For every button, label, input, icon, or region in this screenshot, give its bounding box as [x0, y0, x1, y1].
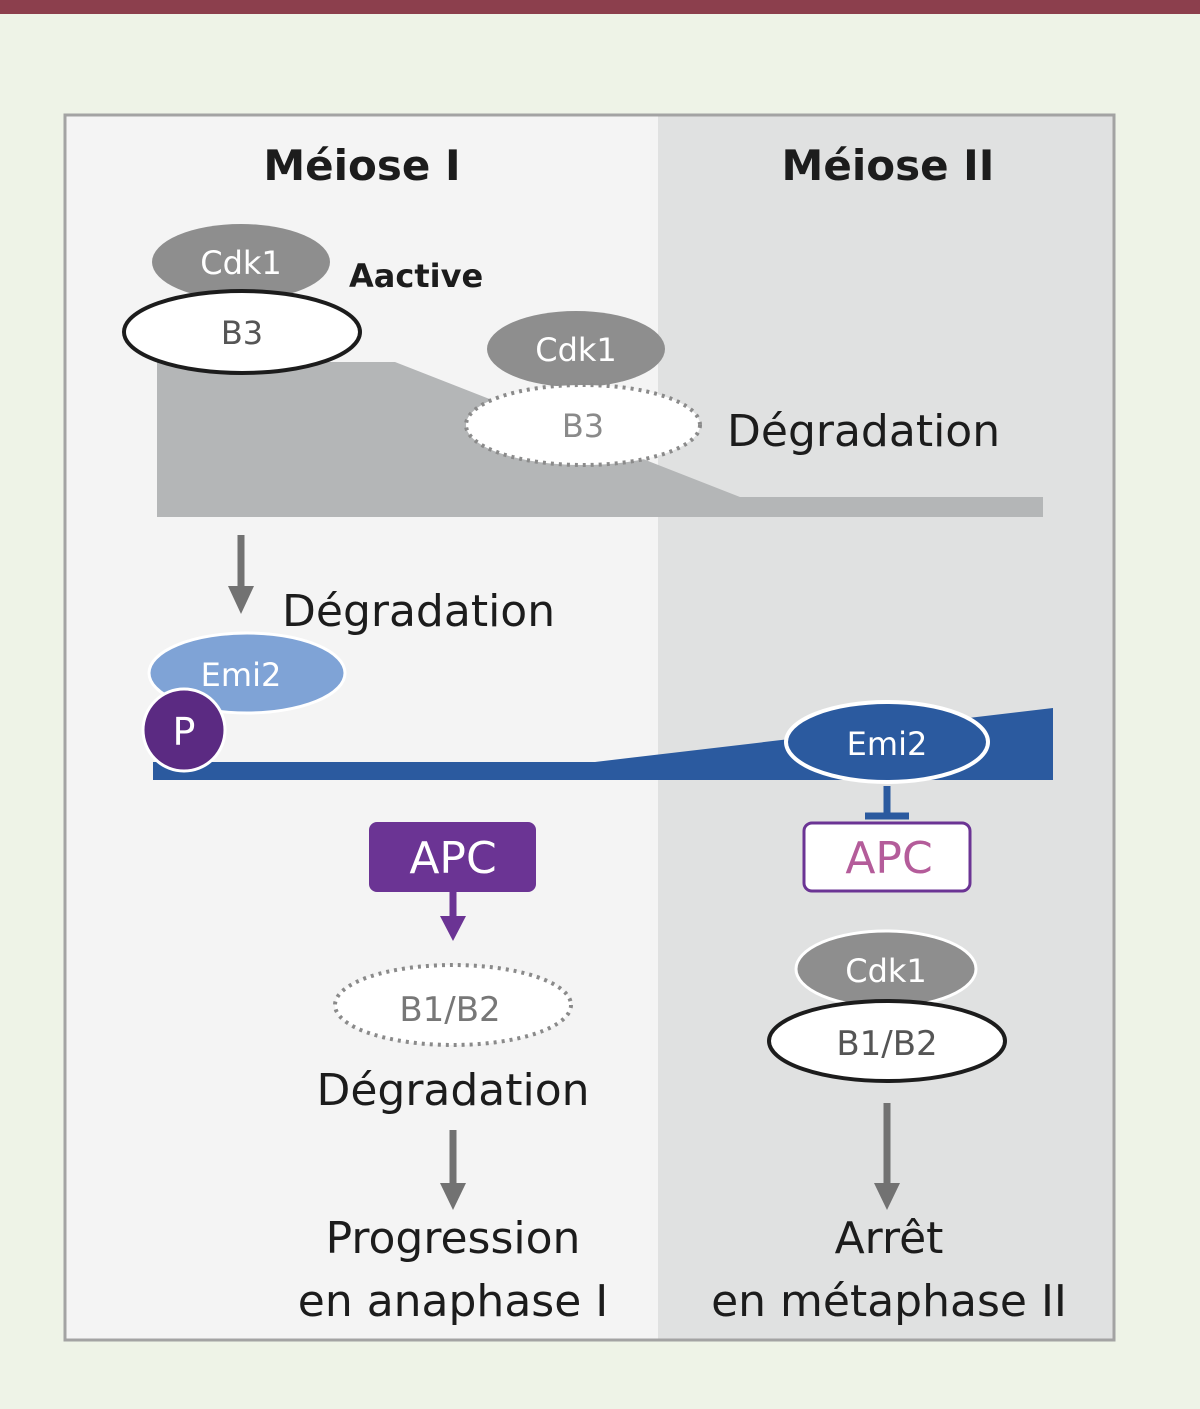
- active-label: Aactive: [349, 257, 483, 295]
- outcome-2-line-1: Arrêt: [835, 1213, 944, 1264]
- apc-label-active: APC: [409, 833, 496, 884]
- cdk1-ellipse-active: [152, 224, 330, 300]
- arrow-head-outcome-2: [874, 1183, 900, 1210]
- b3-ellipse-active: [122, 289, 362, 375]
- apc-box-inhibited: [802, 821, 972, 893]
- cdk1-label-b1b2: Cdk1: [845, 952, 927, 990]
- cyclin-b3-level-area: [157, 362, 1043, 517]
- degradation-label-b1b2: Dégradation: [316, 1065, 589, 1116]
- b1b2-label-active: B1/B2: [836, 1024, 937, 1064]
- degradation-label-b3: Dégradation: [727, 406, 1000, 457]
- b3-label-degrading: B3: [562, 407, 604, 445]
- b3-ellipse-degrading: [464, 383, 702, 467]
- apc-label-inhibited: APC: [845, 833, 932, 884]
- cdk1-ellipse-degrading: [487, 311, 665, 387]
- degradation-label-emi2: Dégradation: [282, 586, 555, 637]
- panel-border: [63, 113, 1116, 1342]
- heading-meiosis-1: Méiose I: [263, 141, 460, 190]
- phospho-label: P: [173, 710, 196, 754]
- cdk1-label-degrading: Cdk1: [535, 331, 617, 369]
- apc-box-active: [369, 822, 536, 892]
- emi2-label-active: Emi2: [847, 725, 928, 763]
- heading-meiosis-2: Méiose II: [782, 141, 995, 190]
- cdk1-label-active: Cdk1: [200, 244, 282, 282]
- outcome-1-line-2: en anaphase I: [298, 1276, 609, 1327]
- arrow-head-outcome-1: [440, 1183, 466, 1210]
- phospho-circle: [141, 687, 227, 773]
- emi2-ellipse-active: [784, 700, 990, 784]
- top-accent-bar: [0, 0, 1200, 14]
- outcome-2-line-2: en métaphase II: [711, 1276, 1067, 1327]
- emi2-label-phosphorylated: Emi2: [201, 656, 282, 694]
- b3-label-active: B3: [221, 314, 263, 352]
- b1b2-ellipse-degrading: [333, 963, 573, 1047]
- outcome-1-line-1: Progression: [326, 1213, 581, 1264]
- b1b2-label-degrading: B1/B2: [399, 990, 500, 1030]
- arrow-head-b3-to-emi2: [228, 586, 254, 614]
- arrow-head-apc: [440, 916, 466, 941]
- b1b2-ellipse-active: [767, 999, 1007, 1083]
